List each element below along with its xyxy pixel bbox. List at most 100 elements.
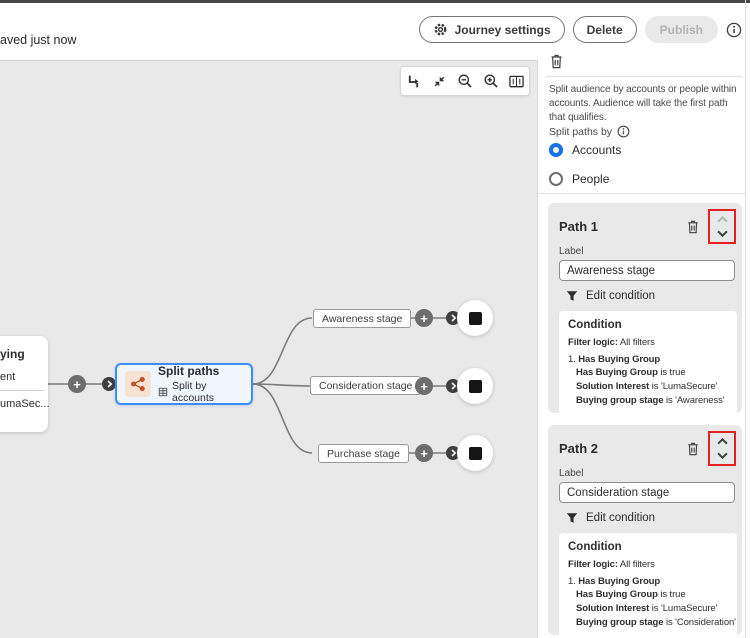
add-node-button[interactable]: + — [415, 444, 433, 462]
edit-condition-button[interactable]: Edit condition — [566, 512, 655, 524]
section-divider — [538, 193, 745, 194]
split-node-text: Split paths Split by accounts — [158, 364, 243, 403]
chevron-down-icon — [716, 230, 728, 237]
filter-icon — [566, 512, 578, 524]
header-actions: Journey settings Delete Publish — [418, 16, 742, 43]
edge-connectors — [46, 317, 462, 454]
split-node-title: Split paths — [158, 364, 220, 379]
condition-rule: Buying group stage is 'Awareness' — [576, 394, 725, 406]
path-1-title: Path 1 — [559, 219, 599, 234]
zoom-out-button[interactable] — [454, 70, 476, 92]
add-node-button[interactable]: + — [415, 377, 433, 395]
branch-label-consideration: Consideration stage — [310, 376, 422, 395]
info-icon[interactable] — [617, 125, 630, 138]
publish-button[interactable]: Publish — [644, 16, 718, 43]
filter-logic-row: Filter logic: All filters — [568, 559, 655, 570]
condition-summary: Condition Filter logic: All filters 1. H… — [559, 311, 737, 413]
source-node-divider — [0, 390, 44, 391]
condition-rule: Solution Interest is 'LumaSecure' — [576, 602, 718, 614]
move-path-up-button[interactable] — [716, 216, 728, 223]
end-node[interactable] — [457, 435, 493, 471]
minimap-icon — [508, 74, 525, 89]
edge-arrow-icon — [102, 377, 116, 391]
delete-button[interactable]: Delete — [572, 16, 637, 43]
branch-label-purchase: Purchase stage — [318, 444, 409, 463]
trash-icon — [549, 53, 567, 69]
move-path-up-button[interactable] — [716, 438, 728, 445]
split-description: Split audience by accounts or people wit… — [549, 84, 737, 124]
source-node[interactable]: ying ent umaSec... — [0, 336, 50, 432]
label-field-label: Label — [559, 468, 584, 479]
end-node[interactable] — [457, 300, 493, 336]
split-paths-node[interactable]: Split paths Split by accounts — [115, 363, 253, 405]
config-panel: Split audience by accounts or people wit… — [538, 46, 750, 638]
collapse-button[interactable] — [428, 70, 450, 92]
info-icon[interactable] — [726, 22, 742, 38]
canvas-toolbar — [400, 66, 530, 96]
edge-arrow-icon — [446, 379, 460, 393]
add-node-button[interactable]: + — [68, 375, 86, 393]
radio-unselected-icon — [549, 172, 563, 186]
path-2-label-input[interactable] — [559, 482, 735, 503]
chevron-up-icon — [716, 438, 728, 445]
path-1-card: Path 1 Label — [548, 203, 742, 413]
journey-settings-button[interactable]: Journey settings — [418, 16, 565, 43]
edit-condition-button[interactable]: Edit condition — [566, 290, 655, 302]
label-field-label: Label — [559, 246, 584, 257]
split-paths-by-row: Split paths by — [549, 125, 630, 138]
chevron-up-icon — [716, 216, 728, 223]
path-1-label-input[interactable] — [559, 260, 735, 281]
end-icon — [468, 311, 482, 325]
condition-heading: Condition — [568, 541, 622, 553]
end-node[interactable] — [457, 368, 493, 404]
annotation-box — [708, 431, 736, 466]
end-icon — [468, 379, 482, 393]
condition-heading: Condition — [568, 319, 622, 331]
minimap-button[interactable] — [505, 70, 527, 92]
condition-rule: Buying group stage is 'Consideration' — [576, 616, 736, 628]
condition-group-title: 1. Has Buying Group — [568, 576, 661, 587]
delete-path-button[interactable] — [686, 441, 700, 456]
delete-node-button[interactable] — [549, 52, 567, 70]
auto-layout-icon — [405, 73, 422, 90]
radio-people-label: People — [572, 172, 610, 186]
publish-label: Publish — [659, 22, 703, 37]
collapse-icon — [432, 74, 447, 89]
panel-divider — [546, 76, 742, 77]
radio-people[interactable]: People — [549, 172, 609, 186]
split-paths-by-label: Split paths by — [549, 125, 613, 138]
split-paths-icon — [125, 371, 151, 397]
source-node-title: ying — [0, 347, 25, 361]
condition-rule: Has Buying Group is true — [576, 589, 686, 600]
journey-settings-label: Journey settings — [454, 22, 551, 37]
radio-selected-icon — [549, 143, 563, 157]
edit-condition-label: Edit condition — [586, 290, 656, 302]
path-2-card: Path 2 Label — [548, 425, 742, 635]
radio-accounts-label: Accounts — [572, 143, 622, 157]
move-path-down-button[interactable] — [716, 230, 728, 237]
auto-layout-button[interactable] — [403, 70, 425, 92]
condition-rule: Has Buying Group is true — [576, 367, 686, 378]
path-2-title: Path 2 — [559, 441, 599, 456]
zoom-in-icon — [483, 73, 499, 89]
move-path-down-button[interactable] — [716, 452, 728, 459]
journey-canvas[interactable]: ying ent umaSec... + Split paths Split b… — [0, 60, 538, 638]
delete-label: Delete — [586, 22, 623, 37]
radio-accounts[interactable]: Accounts — [549, 143, 621, 157]
edge-arrow-icon — [446, 311, 460, 325]
annotation-box — [708, 209, 736, 244]
trash-icon — [686, 441, 700, 456]
delete-path-button[interactable] — [686, 219, 700, 234]
zoom-in-button[interactable] — [480, 70, 502, 92]
gear-icon — [433, 22, 449, 38]
panel-right-border — [745, 0, 746, 638]
end-icon — [468, 446, 482, 460]
top-strip — [0, 0, 750, 3]
filter-logic-row: Filter logic: All filters — [568, 337, 655, 348]
save-status: aved just now — [0, 33, 77, 47]
condition-rule: Solution Interest is 'LumaSecure' — [576, 380, 718, 392]
split-node-subtitle: Split by accounts — [172, 379, 215, 404]
edge-arrow-icon — [446, 446, 460, 460]
condition-group-title: 1. Has Buying Group — [568, 354, 661, 365]
add-node-button[interactable]: + — [415, 309, 433, 327]
